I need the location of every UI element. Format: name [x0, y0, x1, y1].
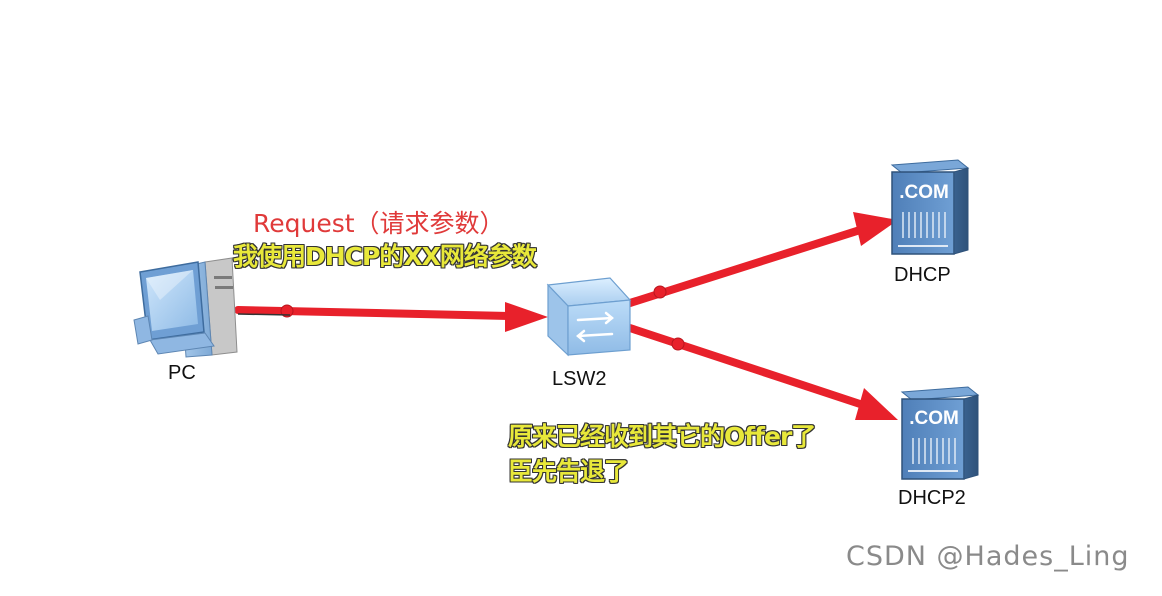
- request-description: 我使用DHCP的XX网络参数: [233, 242, 537, 271]
- dhcp-server-icon: [890, 159, 970, 255]
- dhcp2-server-badge: .COM: [909, 408, 959, 429]
- watermark: CSDN @Hades_Ling: [846, 541, 1130, 572]
- link-switch-to-dhcp: [626, 212, 898, 307]
- dhcp-server-badge: .COM: [899, 182, 949, 203]
- link-switch-to-dhcp2: [626, 324, 898, 420]
- switch-icon: [546, 277, 632, 357]
- switch-label: LSW2: [552, 368, 607, 390]
- dhcp2-server-label: DHCP2: [898, 487, 966, 509]
- decline-line-1: 原来已经收到其它的Offer了: [508, 422, 816, 451]
- pc-label: PC: [168, 362, 196, 384]
- dhcp-server-label: DHCP: [894, 264, 951, 286]
- request-title: Request（请求参数）: [253, 209, 505, 238]
- link-pc-to-switch: [234, 302, 548, 332]
- dhcp2-server-icon: [900, 386, 980, 480]
- pc-icon: [133, 257, 238, 358]
- decline-line-2: 臣先告退了: [508, 457, 629, 486]
